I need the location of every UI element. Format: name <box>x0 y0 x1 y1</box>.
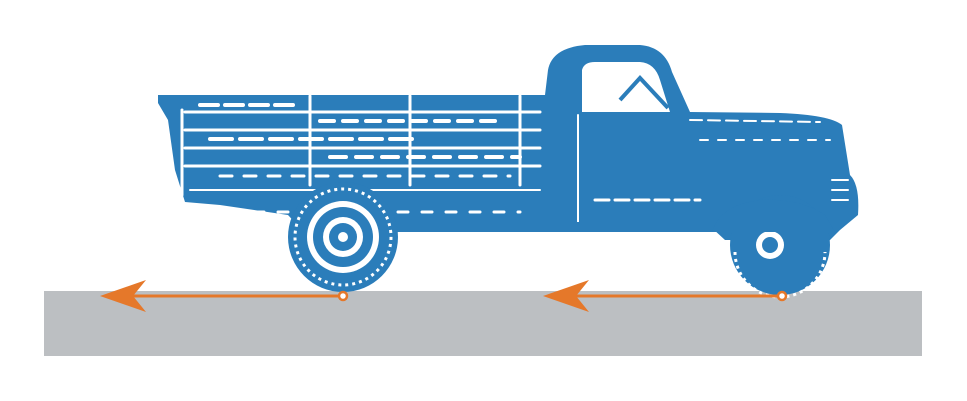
bed-planks <box>180 94 542 214</box>
front-wheel-icon <box>712 195 835 299</box>
rear-wheel-icon <box>288 182 398 292</box>
front-wheel-friction-arrow <box>543 280 788 312</box>
rear-wheel-friction-arrow <box>100 280 349 312</box>
cab-details <box>577 114 849 226</box>
window-post <box>618 75 670 110</box>
running-board <box>395 222 725 232</box>
front-fender <box>712 199 835 232</box>
road-surface <box>44 291 922 356</box>
truck-bed <box>158 95 545 228</box>
cab-window <box>582 62 670 112</box>
pickup-truck-icon <box>158 45 859 240</box>
